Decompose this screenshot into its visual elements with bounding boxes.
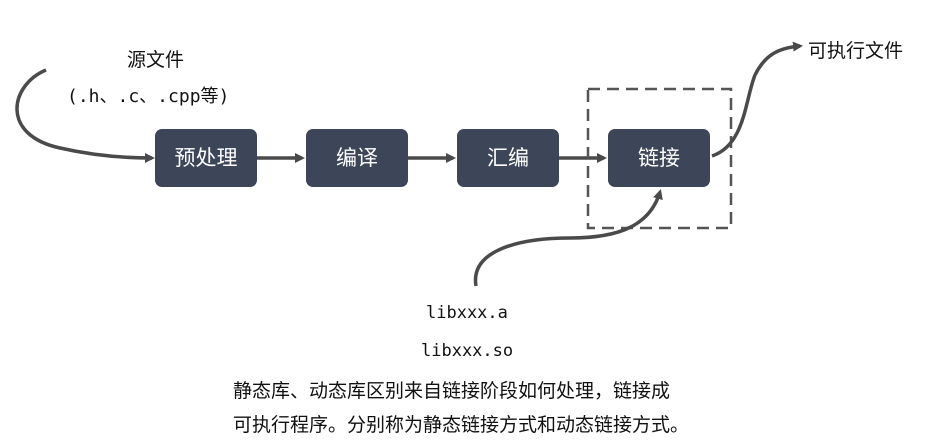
output-label: 可执行文件 xyxy=(808,40,904,62)
caption-line-2: 可执行程序。分别称为静态链接方式和动态链接方式。 xyxy=(233,414,690,436)
link-highlight-box xyxy=(586,87,733,230)
output-arrow xyxy=(711,41,803,158)
lib-arrow xyxy=(473,189,663,287)
step-compile: 编译 xyxy=(306,129,408,187)
caption-line-1: 静态库、动态库区别来自链接阶段如何处理，链接成 xyxy=(233,380,671,402)
lib-static: libxxx.a xyxy=(426,303,508,323)
step-preprocess: 预处理 xyxy=(155,129,257,187)
lib-dynamic: libxxx.so xyxy=(421,341,514,361)
step-link: 链接 xyxy=(608,129,710,187)
source-extensions: (.h、.c、.cpp等) xyxy=(67,86,230,107)
step-assemble: 汇编 xyxy=(457,129,559,187)
source-title: 源文件 xyxy=(127,49,185,71)
source-arrow xyxy=(15,68,155,163)
